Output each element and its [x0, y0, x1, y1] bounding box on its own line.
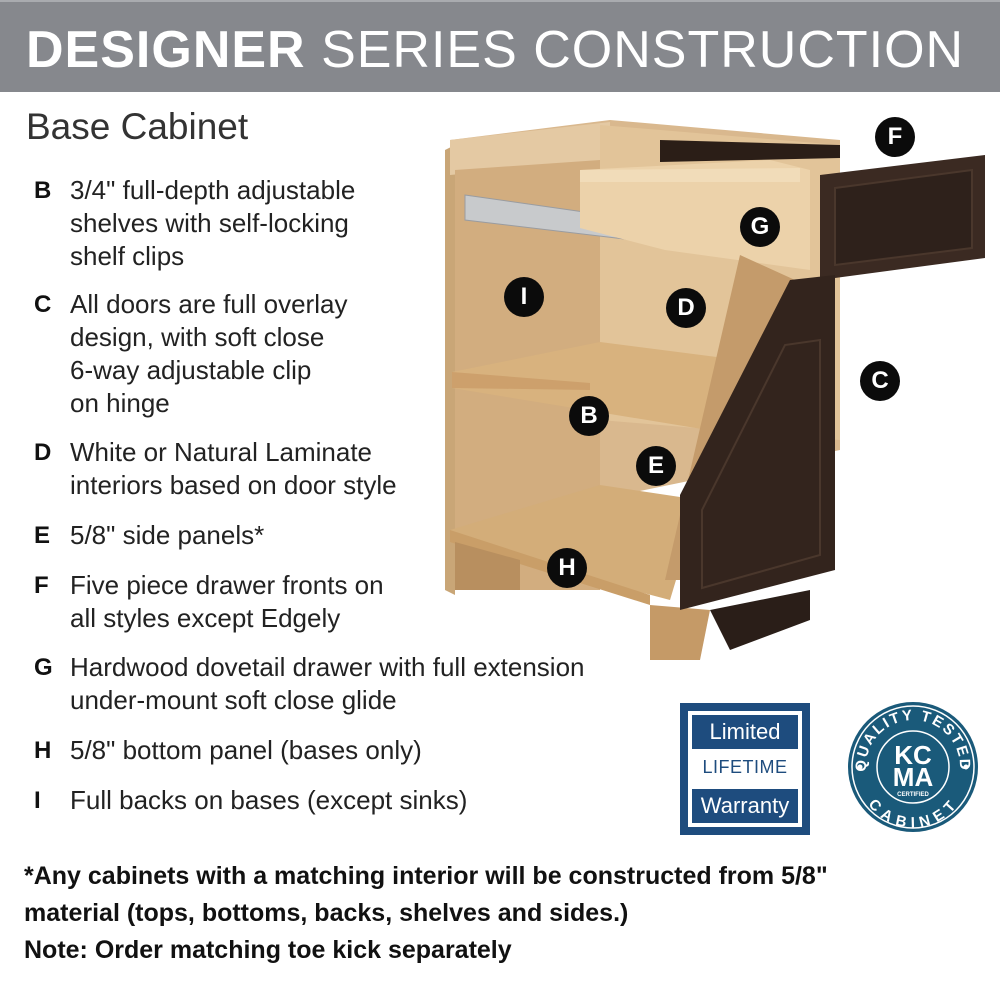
feature-text: Full backs on bases (except sinks)	[70, 785, 468, 815]
marker-d: D	[666, 288, 706, 328]
feature-letter: D	[34, 439, 52, 466]
warranty-line-lifetime: LIFETIME	[702, 757, 788, 777]
page-title: DESIGNER SERIES CONSTRUCTION	[26, 20, 964, 80]
section-subtitle: Base Cabinet	[26, 106, 249, 147]
feature-text: 5/8" side panels*	[70, 520, 265, 550]
warranty-line-warranty: Warranty	[692, 789, 798, 823]
kcma-kc: KC	[894, 740, 932, 770]
feature-letter: G	[34, 654, 53, 681]
marker-b: B	[569, 396, 609, 436]
marker-i: I	[504, 277, 544, 317]
kcma-ma: MA	[893, 762, 934, 792]
marker-g: G	[740, 207, 780, 247]
marker-f: F	[875, 117, 915, 157]
feature-text: 3/4" full-depth adjustable shelves with …	[70, 175, 356, 271]
feature-letter: I	[34, 787, 41, 814]
feature-text: Hardwood dovetail drawer with full exten…	[70, 652, 585, 715]
feature-letter: C	[34, 291, 52, 318]
feature-text: 5/8" bottom panel (bases only)	[70, 735, 422, 765]
feature-letter: E	[34, 522, 51, 549]
feature-letter: F	[34, 572, 49, 599]
footnote: *Any cabinets with a matching interior w…	[24, 862, 828, 964]
feature-letter: B	[34, 177, 52, 204]
title-light: SERIES CONSTRUCTION	[321, 21, 965, 79]
marker-e: E	[636, 446, 676, 486]
kcma-certified: CERTIFIED	[897, 792, 929, 798]
feature-text: White or Natural Laminate interiors base…	[70, 437, 397, 500]
feature-text: All doors are full overlay design, with …	[70, 289, 348, 418]
cabinet-cutaway-icon	[445, 120, 985, 660]
kcma-seal: QUALITY TESTED CABINET KC MA CERTIFIED	[846, 700, 980, 834]
marker-c: C	[860, 361, 900, 401]
warranty-line-limited: Limited	[692, 715, 798, 749]
title-bold: DESIGNER	[26, 21, 306, 79]
marker-h: H	[547, 548, 587, 588]
warranty-badge: Limited LIFETIME Warranty	[680, 703, 810, 835]
feature-letter: H	[34, 737, 52, 764]
cabinet-illustration: F G I D C B E H	[440, 110, 1000, 670]
header-banner: DESIGNER SERIES CONSTRUCTION	[0, 0, 1000, 92]
kcma-seal-icon: QUALITY TESTED CABINET KC MA CERTIFIED	[848, 702, 978, 832]
feature-text: Five piece drawer fronts on all styles e…	[70, 570, 384, 633]
